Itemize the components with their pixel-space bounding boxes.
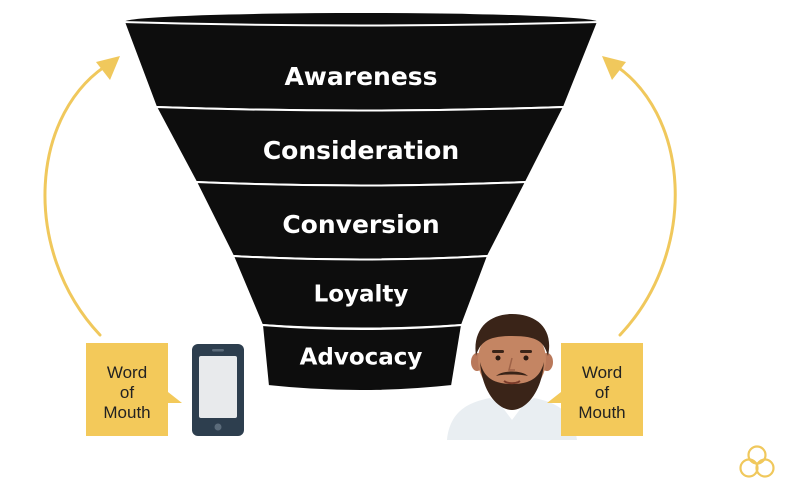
funnel-stage-label-loyalty: Loyalty <box>314 282 409 308</box>
funnel-stage-label-awareness: Awareness <box>284 62 437 91</box>
speech-bubble-left-shape <box>86 343 182 436</box>
funnel-stage-advocacy <box>260 323 464 392</box>
bubble-left-line-3: Mouth <box>103 403 150 422</box>
trefoil-logo-icon <box>739 445 775 478</box>
bearded-man-avatar <box>447 314 577 440</box>
bubble-right-line-2: of <box>595 383 609 402</box>
funnel-stage-label-consideration: Consideration <box>263 136 459 165</box>
bubble-left-line-1: Word <box>107 363 147 382</box>
bubble-left-line-2: of <box>120 383 134 402</box>
bubble-right-line-1: Word <box>582 363 622 382</box>
right-curved-arrow <box>608 60 677 337</box>
speech-bubble-right-shape <box>547 343 643 436</box>
smartphone-icon <box>192 344 244 436</box>
left-curved-arrow <box>43 60 114 337</box>
funnel-stage-label-conversion: Conversion <box>282 210 439 239</box>
left-arrowhead-icon <box>96 56 120 80</box>
funnel-stage-label-advocacy: Advocacy <box>300 345 423 371</box>
word-of-mouth-bubble-right: Word of Mouth <box>547 343 643 436</box>
word-of-mouth-bubble-left: Word of Mouth <box>86 343 182 436</box>
bubble-right-line-3: Mouth <box>578 403 625 422</box>
funnel: AwarenessConsiderationConversionLoyaltyA… <box>122 13 600 392</box>
right-arrowhead-icon <box>602 56 626 80</box>
